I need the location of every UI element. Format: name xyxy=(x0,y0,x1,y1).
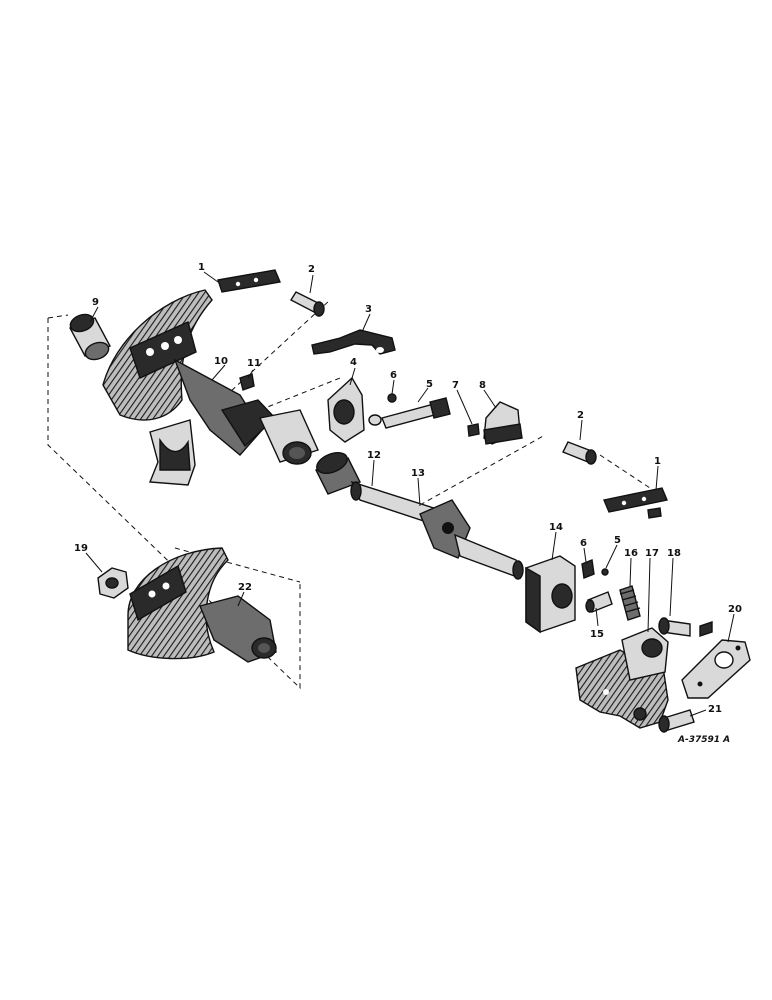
callout-14: 14 xyxy=(549,522,563,533)
part-19-nut xyxy=(97,567,129,599)
part-15-pin xyxy=(585,591,613,613)
part-9-sleeve xyxy=(69,313,111,361)
callout-leaders xyxy=(85,271,735,717)
callout-17: 17 xyxy=(645,548,659,559)
callout-19: 19 xyxy=(74,543,88,554)
part-8-bracket xyxy=(483,401,523,445)
callout-8: 8 xyxy=(479,380,486,391)
part-11-fitting xyxy=(239,373,255,391)
part-2-bushing-lower xyxy=(562,441,597,465)
part-21-bolt xyxy=(658,709,695,733)
part-18-bolt xyxy=(658,617,713,637)
callout-labels: 1 2 3 9 10 11 4 6 5 7 8 12 13 2 1 14 6 5… xyxy=(74,262,742,715)
shaft-bushing xyxy=(315,452,361,495)
figure-reference: A-37591 A xyxy=(677,735,730,745)
part-3-bracket xyxy=(311,329,396,355)
callout-1-lower: 1 xyxy=(654,456,661,467)
part-4-cap-upper xyxy=(327,376,365,443)
part-4-cap-lower xyxy=(148,419,196,486)
part-2-bushing-upper xyxy=(290,291,325,317)
callout-5-upper: 5 xyxy=(426,379,433,390)
callout-11: 11 xyxy=(247,358,261,369)
callout-1-upper: 1 xyxy=(198,262,205,273)
part-1-strap-lower xyxy=(603,487,668,519)
callout-2-upper: 2 xyxy=(308,264,315,275)
callout-20: 20 xyxy=(728,604,742,615)
part-10-disc-housing xyxy=(102,289,319,465)
callout-15: 15 xyxy=(590,629,604,640)
part-13-shaft xyxy=(350,480,524,580)
callout-16: 16 xyxy=(624,548,638,559)
callout-10: 10 xyxy=(214,356,228,367)
part-16-spring xyxy=(619,585,641,621)
callout-7: 7 xyxy=(452,380,459,391)
part-20-gasket xyxy=(681,639,751,699)
callout-21: 21 xyxy=(708,704,722,715)
callout-12: 12 xyxy=(367,450,381,461)
part-14-block xyxy=(525,555,576,634)
callout-18: 18 xyxy=(667,548,681,559)
callout-9: 9 xyxy=(92,297,99,308)
part-17-casting xyxy=(575,627,669,729)
part-7-pin xyxy=(467,423,480,437)
callout-2-lower: 2 xyxy=(577,410,584,421)
callout-22: 22 xyxy=(238,582,252,593)
part-22-lower-disc-housing xyxy=(127,547,277,663)
callout-13: 13 xyxy=(411,468,425,479)
callout-3: 3 xyxy=(365,304,372,315)
part-5-6-bolt-assembly xyxy=(368,393,451,429)
part-1-strap-upper xyxy=(217,269,281,293)
callout-6-lower: 6 xyxy=(580,538,587,549)
callout-5-lower: 5 xyxy=(614,535,621,546)
callout-6-upper: 6 xyxy=(390,370,397,381)
callout-4: 4 xyxy=(350,357,357,368)
part-5-6-fittings-lower xyxy=(581,559,609,579)
